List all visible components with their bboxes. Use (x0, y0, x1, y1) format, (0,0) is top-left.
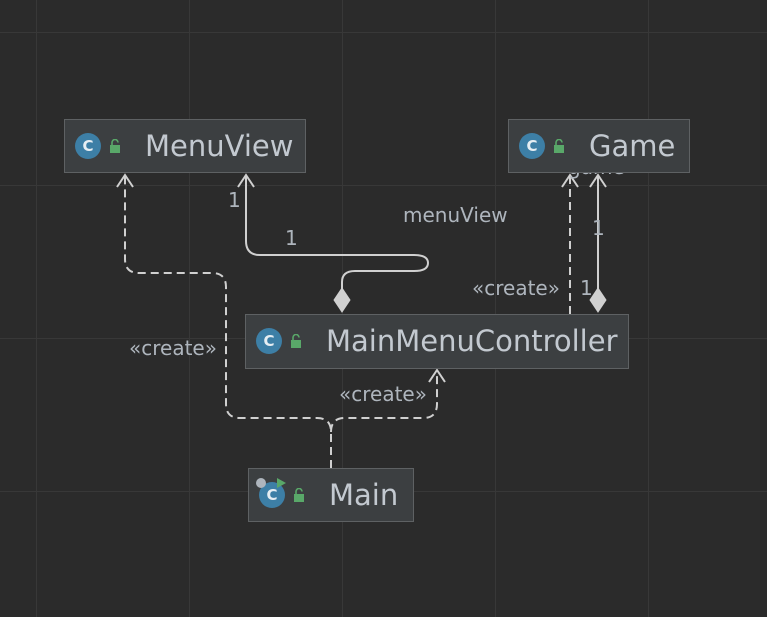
stereotype-label: «create» (472, 276, 560, 300)
class-node-game[interactable]: C Game (508, 119, 690, 173)
class-name: Game (589, 129, 676, 163)
class-name: MenuView (145, 129, 294, 163)
class-node-menuview[interactable]: C MenuView (64, 119, 306, 173)
arrowhead-open (237, 173, 255, 188)
arrowhead-open (561, 173, 579, 188)
multiplicity-label: 1 (592, 216, 605, 240)
composition-diamond (333, 287, 351, 313)
composition-diamond (589, 287, 607, 313)
class-icon: C (519, 133, 545, 159)
stereotype-label: «create» (129, 336, 217, 360)
run-badge-icon (277, 478, 286, 488)
role-label: menuView (403, 203, 508, 227)
multiplicity-label: 1 (580, 276, 593, 300)
class-icon: C (256, 328, 282, 354)
unlocked-icon (554, 139, 564, 153)
stereotype-label: «create» (339, 382, 427, 406)
arrowhead-open (116, 173, 134, 188)
class-icon: C (75, 133, 101, 159)
class-node-main[interactable]: C Main (248, 468, 414, 522)
edge-controller-menuview[interactable] (245, 176, 430, 292)
clock-badge-icon (256, 478, 266, 488)
unlocked-icon (110, 139, 120, 153)
multiplicity-label: 1 (285, 226, 298, 250)
class-name: MainMenuController (326, 324, 618, 358)
edge-main-creates-menuview[interactable] (124, 176, 332, 468)
arrowhead-open (589, 173, 607, 188)
edge-main-creates-controller[interactable] (330, 371, 438, 433)
multiplicity-label: 1 (228, 188, 241, 212)
unlocked-icon (291, 334, 301, 348)
class-node-mainmenucontroller[interactable]: C MainMenuController (245, 314, 629, 369)
arrowhead-open (428, 368, 446, 383)
class-name: Main (329, 478, 399, 512)
unlocked-icon (294, 488, 304, 502)
